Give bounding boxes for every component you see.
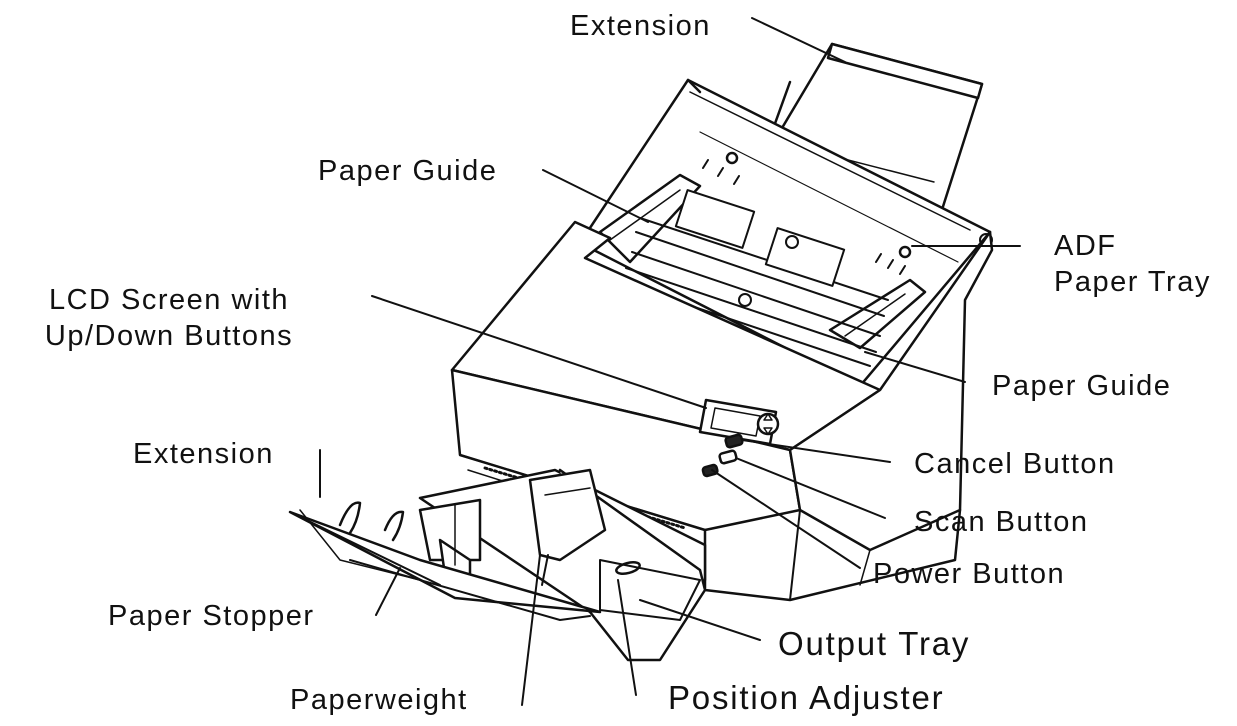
label-paperweight: Paperweight	[290, 684, 468, 716]
front-buttons-drawing	[701, 433, 744, 478]
label-position-adjuster: Position Adjuster	[668, 679, 945, 716]
leader-lines	[319, 17, 1021, 706]
label-paper-guide-top: Paper Guide	[318, 155, 498, 187]
label-extension-left: Extension	[133, 438, 274, 470]
label-paper-guide-right: Paper Guide	[992, 370, 1172, 402]
label-output-tray: Output Tray	[778, 625, 971, 662]
label-scan-button: Scan Button	[914, 506, 1089, 538]
label-adf-line1: ADF	[1054, 230, 1117, 262]
label-paper-stopper: Paper Stopper	[108, 600, 315, 632]
label-cancel-button: Cancel Button	[914, 448, 1116, 480]
tray-extension-drawing	[288, 501, 602, 621]
label-adf-paper-tray: ADF Paper Tray	[1054, 228, 1211, 300]
label-lcd-line2: Up/Down Buttons	[44, 320, 294, 352]
label-extension-top: Extension	[570, 10, 711, 42]
lcd-panel-drawing	[698, 398, 780, 446]
feed-rails-drawing	[589, 189, 993, 367]
label-lcd-line1: LCD Screen with	[48, 284, 290, 316]
scanner-body-drawing	[450, 220, 994, 602]
label-adf-line2: Paper Tray	[1054, 266, 1211, 298]
label-power-button: Power Button	[873, 558, 1066, 590]
label-lcd-screen: LCD Screen with Up/Down Buttons	[8, 282, 330, 354]
